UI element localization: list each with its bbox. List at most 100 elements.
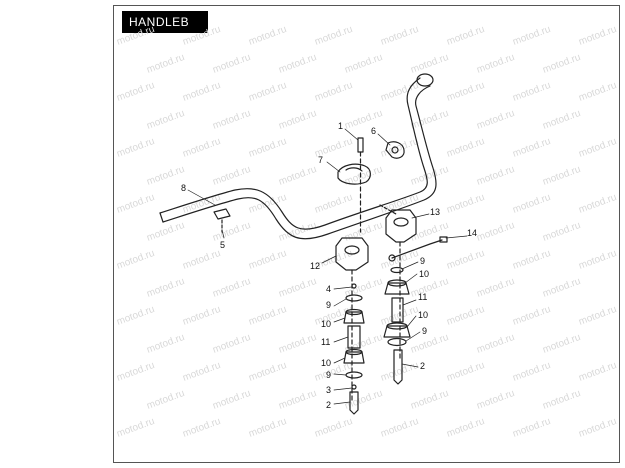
- callout-10-right-bottom: 10: [418, 310, 428, 320]
- top-clamp-7: [337, 163, 371, 185]
- callout-2-left: 2: [326, 400, 331, 410]
- watermark-text: motod.ru: [577, 80, 618, 104]
- callout-11-right: 11: [418, 292, 427, 302]
- watermark-text: motod.ru: [247, 304, 288, 328]
- watermark-text: motod.ru: [445, 360, 486, 384]
- watermark-text: motod.ru: [211, 52, 252, 76]
- watermark-text: motod.ru: [181, 248, 222, 272]
- watermark-text: motod.ru: [313, 80, 354, 104]
- watermark-text: motod.ru: [313, 304, 354, 328]
- watermark-text: motod.ru: [511, 136, 552, 160]
- watermark-text: motod.ru: [409, 388, 450, 412]
- watermark-text: motod.ru: [379, 24, 420, 48]
- clamp-6: [385, 141, 405, 159]
- watermark-text: motod.ru: [475, 388, 516, 412]
- watermark-text: motod.ru: [445, 136, 486, 160]
- watermark-text: motod.ru: [115, 136, 156, 160]
- watermark-text: motod.ru: [247, 80, 288, 104]
- watermark-text: motod.ru: [475, 220, 516, 244]
- watermark-text: motod.ru: [145, 276, 186, 300]
- watermark-text: motod.ru: [511, 192, 552, 216]
- watermark-text: motod.ru: [577, 416, 618, 440]
- watermark-text: motod.ru: [277, 220, 318, 244]
- watermark-text: motod.ru: [475, 52, 516, 76]
- watermark-text: motod.ru: [409, 332, 450, 356]
- watermark-text: motod.ru: [577, 136, 618, 160]
- watermark-text: motod.ru: [277, 164, 318, 188]
- callout-11-left: 11: [321, 337, 330, 347]
- callout-13: 13: [430, 207, 440, 217]
- callout-3: 3: [326, 385, 331, 395]
- watermark-text: motod.ru: [115, 24, 156, 48]
- callout-6: 6: [371, 126, 376, 136]
- watermark-text: motod.ru: [343, 388, 384, 412]
- watermark-text: motod.ru: [211, 164, 252, 188]
- watermark-text: motod.ru: [577, 192, 618, 216]
- watermark-text: motod.ru: [343, 108, 384, 132]
- watermark-text: motod.ru: [181, 80, 222, 104]
- ground-strap-14: [388, 236, 448, 262]
- watermark-text: motod.ru: [577, 248, 618, 272]
- watermark-text: motod.ru: [247, 136, 288, 160]
- watermark-text: motod.ru: [145, 220, 186, 244]
- watermark-text: motod.ru: [409, 276, 450, 300]
- watermark-text: motod.ru: [115, 192, 156, 216]
- watermark-text: motod.ru: [511, 80, 552, 104]
- watermark-text: motod.ru: [541, 220, 582, 244]
- watermark-text: motod.ru: [511, 416, 552, 440]
- callout-9-left-bottom: 9: [326, 370, 331, 380]
- callout-14: 14: [467, 228, 477, 238]
- watermark-text: motod.ru: [277, 108, 318, 132]
- watermark-text: motod.ru: [445, 304, 486, 328]
- callout-9-right-top: 9: [420, 256, 425, 266]
- callout-8: 8: [181, 183, 186, 193]
- callout-1: 1: [338, 121, 343, 131]
- diagram-frame: [113, 5, 620, 463]
- callout-10-left-top: 10: [321, 319, 331, 329]
- watermark-text: motod.ru: [343, 52, 384, 76]
- watermark-text: motod.ru: [181, 136, 222, 160]
- watermark-text: motod.ru: [475, 108, 516, 132]
- watermark-text: motod.ru: [277, 332, 318, 356]
- watermark-text: motod.ru: [541, 332, 582, 356]
- watermark-text: motod.ru: [145, 332, 186, 356]
- watermark-layer: motod.ru motod.ru motod.ru motod.ru motod.ru…: [115, 24, 618, 440]
- watermark-text: motod.ru: [343, 276, 384, 300]
- bolt-1: [357, 137, 364, 233]
- callout-10-left-bottom: 10: [321, 358, 331, 368]
- watermark-text: motod.ru: [211, 332, 252, 356]
- watermark-text: motod.ru: [577, 360, 618, 384]
- watermark-text: motod.ru: [511, 360, 552, 384]
- watermark-text: motod.ru: [247, 248, 288, 272]
- diagram-title: HANDLEB AR: [122, 11, 208, 51]
- callout-9-right-bottom: 9: [422, 326, 427, 336]
- watermark-text: motod.ru: [511, 248, 552, 272]
- watermark-text: motod.ru: [445, 248, 486, 272]
- watermark-text: motod.ru: [541, 276, 582, 300]
- callout-5: 5: [220, 240, 225, 250]
- watermark-text: motod.ru: [475, 332, 516, 356]
- watermark-text: motod.ru: [445, 192, 486, 216]
- watermark-text: motod.ru: [409, 220, 450, 244]
- watermark-text: motod.ru: [247, 416, 288, 440]
- watermark-text: motod.ru: [211, 388, 252, 412]
- watermark-text: motod.ru: [577, 304, 618, 328]
- watermark-text: motod.ru: [445, 416, 486, 440]
- watermark-text: motod.ru: [313, 192, 354, 216]
- watermark-text: motod.ru: [247, 24, 288, 48]
- handlebar: [159, 73, 437, 240]
- watermark-text: motod.ru: [145, 52, 186, 76]
- watermark-text: motod.ru: [115, 80, 156, 104]
- right-stack: [383, 266, 411, 385]
- watermark-text: motod.ru: [511, 304, 552, 328]
- watermark-text: motod.ru: [511, 24, 552, 48]
- watermark-text: motod.ru: [577, 24, 618, 48]
- callout-9-left-top: 9: [326, 300, 331, 310]
- watermark-text: motod.ru: [409, 52, 450, 76]
- watermark-text: motod.ru: [409, 164, 450, 188]
- callout-7: 7: [318, 155, 323, 165]
- watermark-text: motod.ru: [145, 388, 186, 412]
- watermark-text: motod.ru: [145, 108, 186, 132]
- watermark-text: motod.ru: [379, 416, 420, 440]
- watermark-text: motod.ru: [379, 360, 420, 384]
